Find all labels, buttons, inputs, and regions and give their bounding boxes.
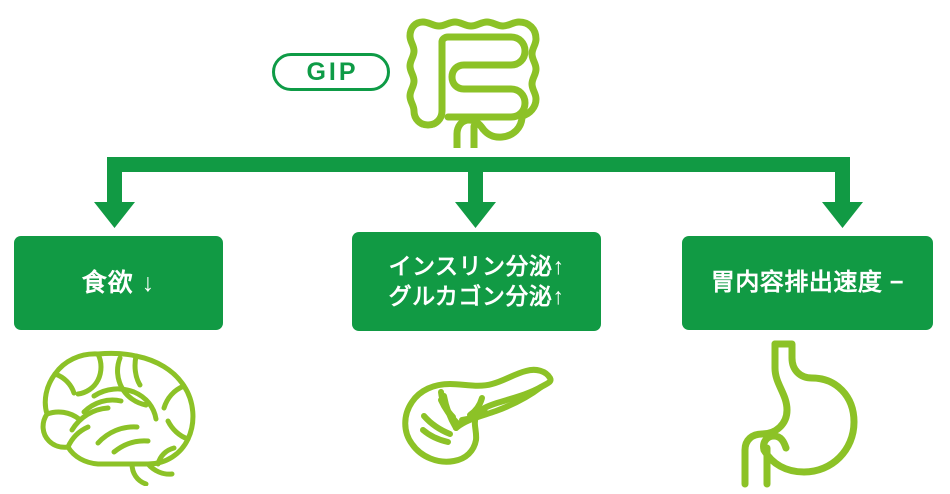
outcome-text-line: 胃内容排出速度 − (710, 268, 905, 296)
brain-icon (36, 344, 204, 486)
outcome-box-gastric-emptying: 胃内容排出速度 − (682, 236, 933, 330)
intestine-icon (401, 8, 553, 148)
arrow-to-secretion (455, 157, 496, 228)
arrow-to-appetite (94, 157, 135, 228)
outcome-box-appetite: 食欲 ↓ (14, 236, 223, 330)
arrow-to-gastric-emptying (822, 157, 863, 228)
pancreas-icon (396, 362, 564, 474)
connector-bar (107, 157, 850, 172)
gip-label-pill: GIP (272, 53, 390, 91)
outcome-text-line: グルカゴン分泌↑ (388, 282, 565, 309)
outcome-box-secretion: インスリン分泌↑ グルカゴン分泌↑ (352, 232, 601, 331)
stomach-icon (740, 338, 870, 488)
gip-label-text: GIP (306, 57, 359, 86)
outcome-text-line: 食欲 ↓ (81, 269, 156, 297)
outcome-text-line: インスリン分泌↑ (388, 253, 565, 280)
